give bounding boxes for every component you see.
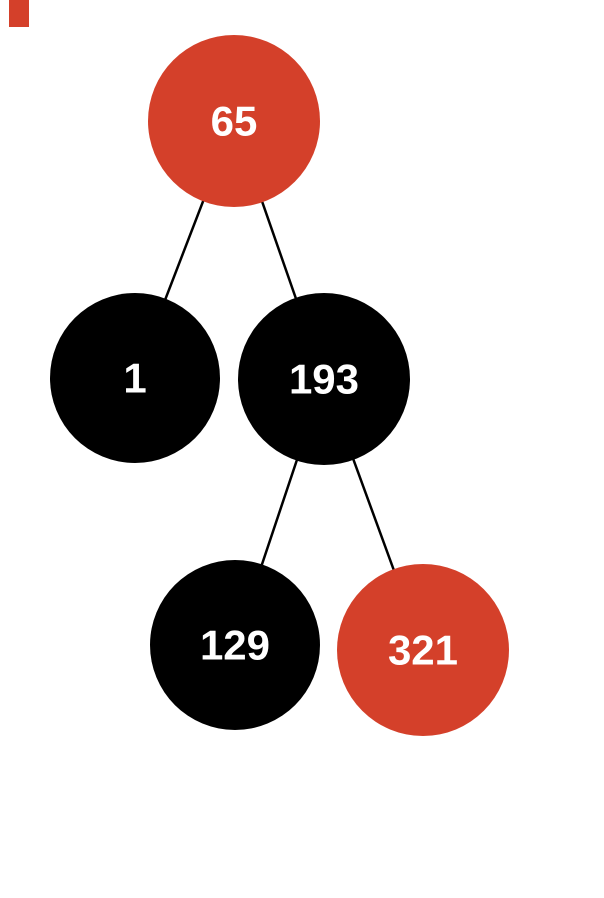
tree-node-321: 321 [337,564,509,736]
node-circle-red [337,564,509,736]
tree-nodes-layer: 65 1 193 129 321 [50,35,509,736]
node-value-label: 129 [200,622,270,669]
tree-node-193: 193 [238,293,410,465]
node-circle-red [148,35,320,207]
node-circle-black [150,560,320,730]
node-circle-black [50,293,220,463]
node-value-label: 1 [123,355,146,402]
node-circle-black [238,293,410,465]
node-value-label: 65 [211,98,258,145]
node-value-label: 193 [289,356,359,403]
tree-node-65: 65 [148,35,320,207]
node-value-label: 321 [388,627,458,674]
tree-node-1: 1 [50,293,220,463]
corner-marker [9,0,29,27]
tree-node-129: 129 [150,560,320,730]
